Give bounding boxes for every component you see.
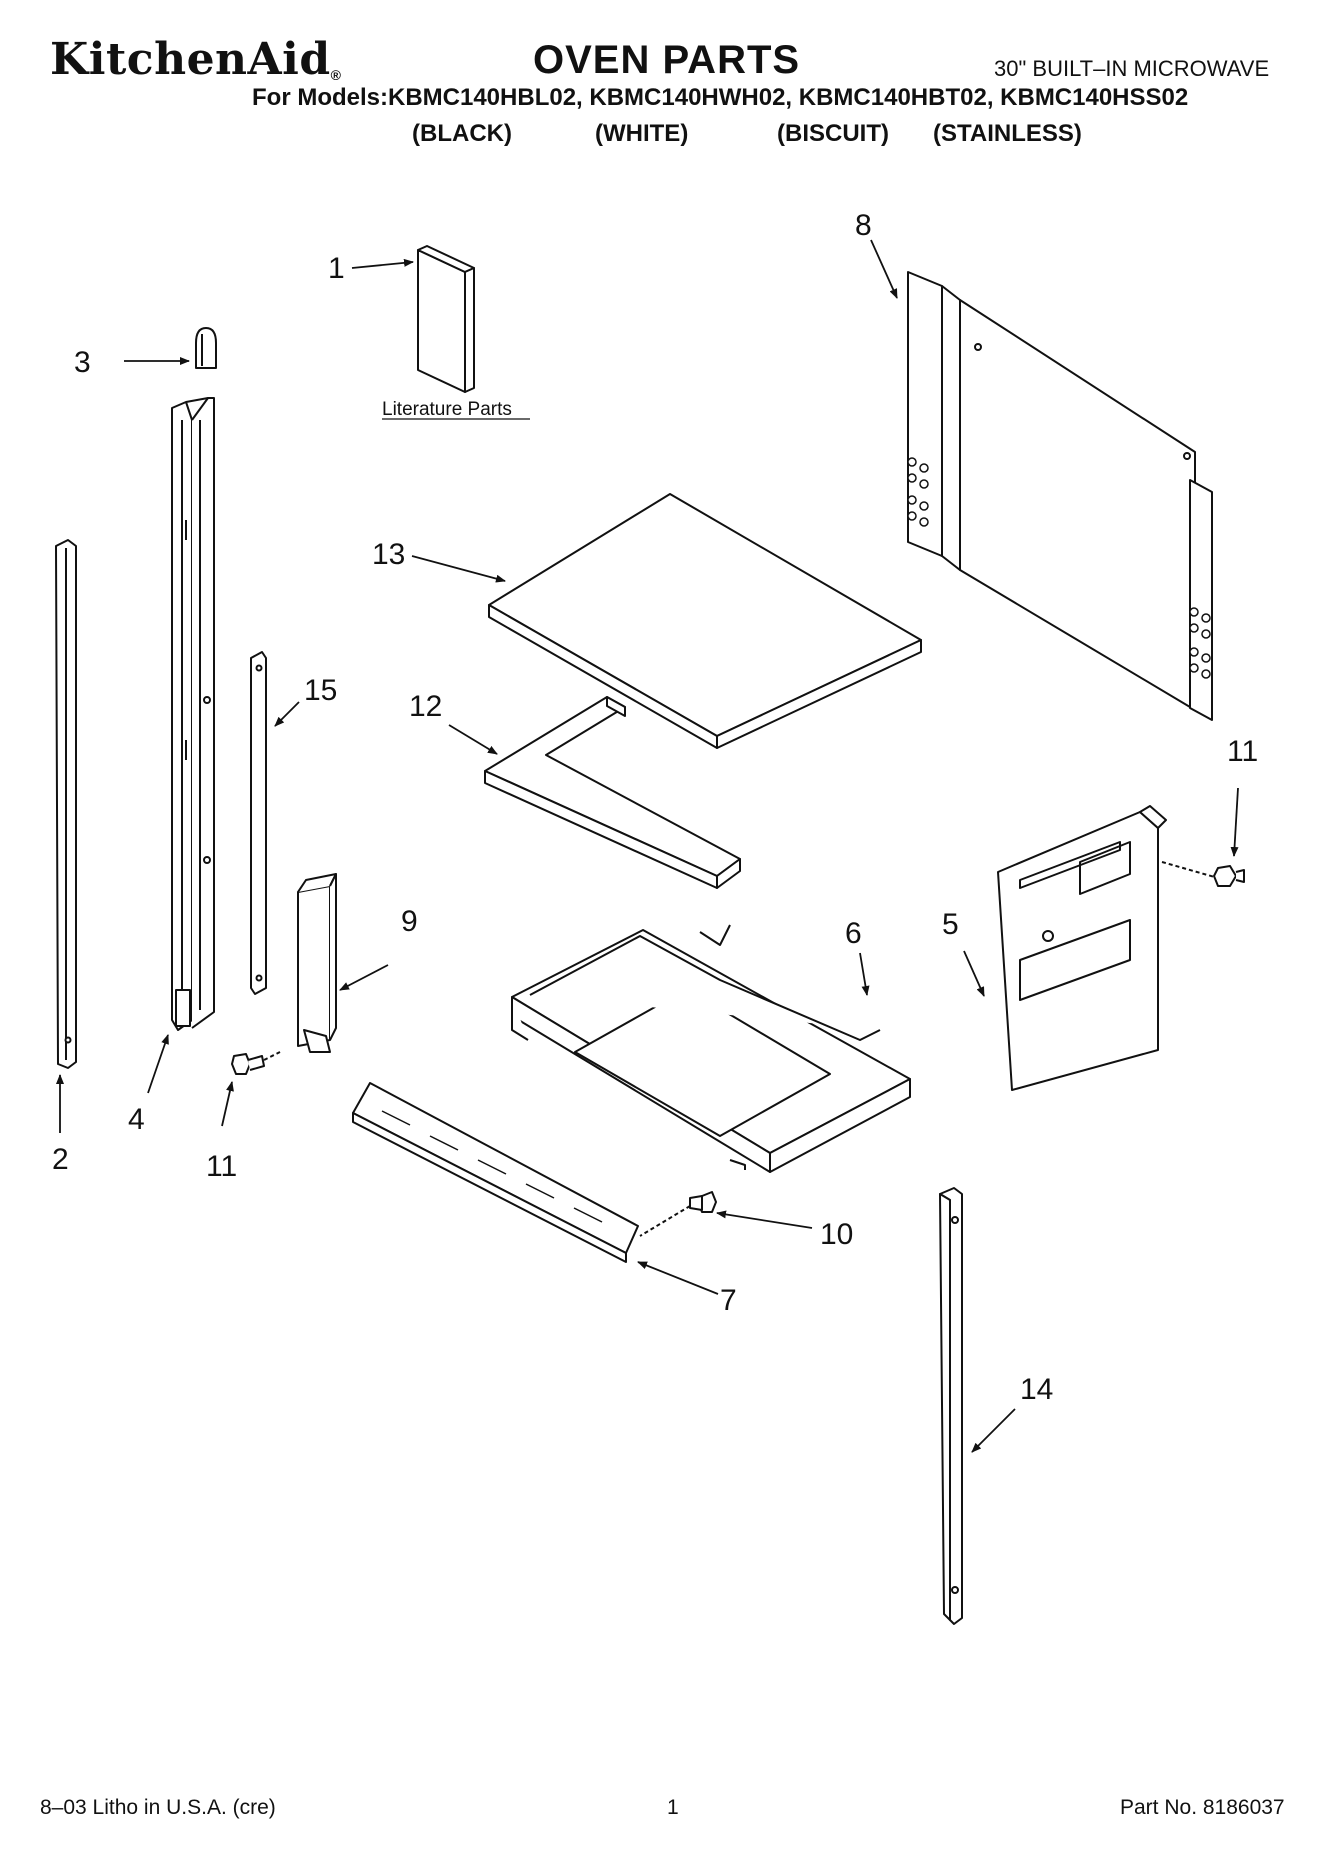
front-vent-bar-part (352, 1082, 639, 1263)
screw-part-left (231, 1051, 281, 1075)
vertical-strip-part (250, 651, 267, 995)
callout-6: 6 (845, 917, 862, 950)
color-white: (WHITE) (595, 120, 689, 147)
bracket-part (297, 873, 337, 1053)
l-shaped-frame-part (484, 696, 741, 889)
callout-4: 4 (128, 1103, 145, 1136)
color-biscuit: (BISCUIT) (777, 120, 889, 147)
screw-part-right (1213, 865, 1245, 887)
screw-part-10 (639, 1191, 717, 1237)
brand-name: KitchenAid (50, 34, 331, 85)
literature-parts-label: Literature Parts (382, 399, 512, 420)
trim-cap-part (195, 327, 217, 369)
flat-panel-part (488, 493, 922, 749)
mounting-plate-part (997, 805, 1219, 1091)
callout-numbers: 1 3 2 4 11 9 15 13 12 8 11 5 6 10 7 14 (52, 209, 1258, 1406)
color-stainless: (STAINLESS) (933, 120, 1082, 147)
registered-mark: ® (330, 67, 342, 83)
callout-14: 14 (1020, 1373, 1053, 1406)
side-frame-rail-part (171, 397, 215, 1031)
product-subtitle: 30" BUILT–IN MICROWAVE (994, 56, 1270, 81)
callout-7: 7 (720, 1284, 737, 1317)
callout-8: 8 (855, 209, 872, 242)
brand-logo: KitchenAid® (50, 38, 342, 83)
print-info: 8–03 Litho in U.S.A. (cre) (40, 1796, 276, 1819)
model-list: For Models:KBMC140HBL02, KBMC140HWH02, K… (252, 84, 1189, 111)
callout-2: 2 (52, 1143, 69, 1176)
callout-13: 13 (372, 538, 405, 571)
callout-1: 1 (328, 252, 345, 285)
page-title: OVEN PARTS (533, 38, 801, 82)
literature-booklet-part (417, 245, 475, 393)
trim-strip-part (55, 539, 77, 1069)
callout-15: 15 (304, 674, 337, 707)
leader-lines (56, 239, 1239, 1453)
callout-11-right: 11 (1227, 735, 1258, 768)
callout-12: 12 (409, 690, 442, 723)
vertical-angle-strip-part (939, 1187, 963, 1625)
page-number: 1 (667, 1796, 679, 1819)
callout-5: 5 (942, 908, 959, 941)
rear-side-panel-part (907, 271, 1213, 721)
callout-10: 10 (820, 1218, 853, 1251)
part-number: Part No. 8186037 (1120, 1796, 1285, 1819)
callout-3: 3 (74, 346, 91, 379)
callout-9: 9 (401, 905, 418, 938)
color-black: (BLACK) (412, 120, 512, 147)
callout-11-left: 11 (206, 1150, 237, 1183)
tray-base-pan-part (511, 924, 911, 1173)
